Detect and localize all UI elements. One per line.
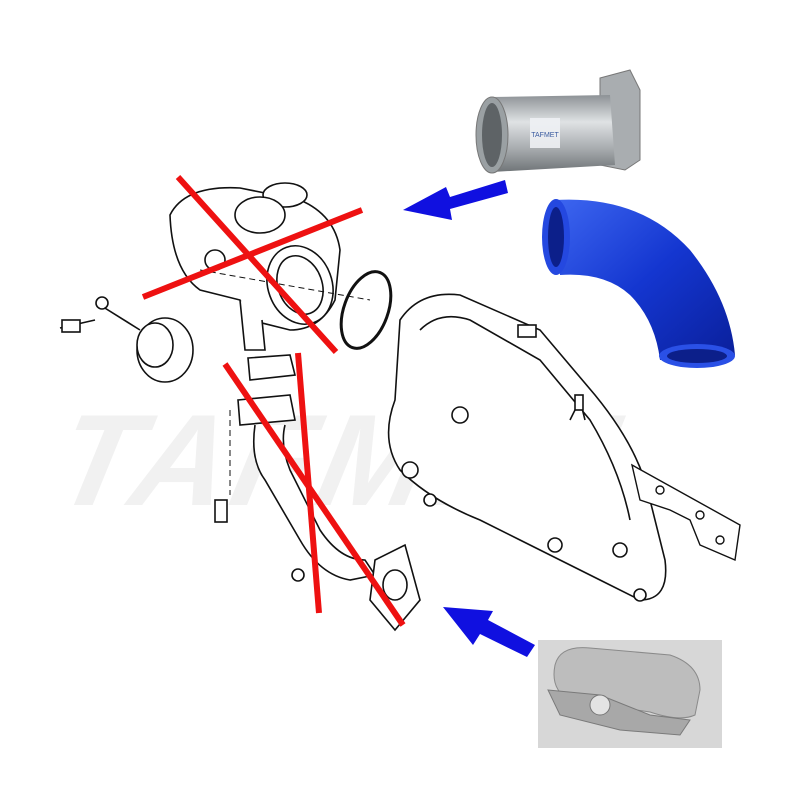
silicone-hose-photo <box>542 199 735 368</box>
intake-manifold-drawing <box>387 293 667 602</box>
o-ring <box>339 270 393 350</box>
manifold-gasket-drawing <box>630 463 741 562</box>
remove-cross-egr-valve <box>141 174 364 355</box>
egr-valve-drawing <box>59 182 371 383</box>
aluminium-pipe-photo: TAFMET <box>475 69 641 174</box>
arrow-icon-upper <box>403 180 508 220</box>
remove-cross-egr-pipe <box>222 352 406 627</box>
blanking-plate-photo <box>538 640 722 748</box>
pipe-label: TAFMET <box>531 132 559 139</box>
arrow-icon-lower <box>443 607 535 657</box>
